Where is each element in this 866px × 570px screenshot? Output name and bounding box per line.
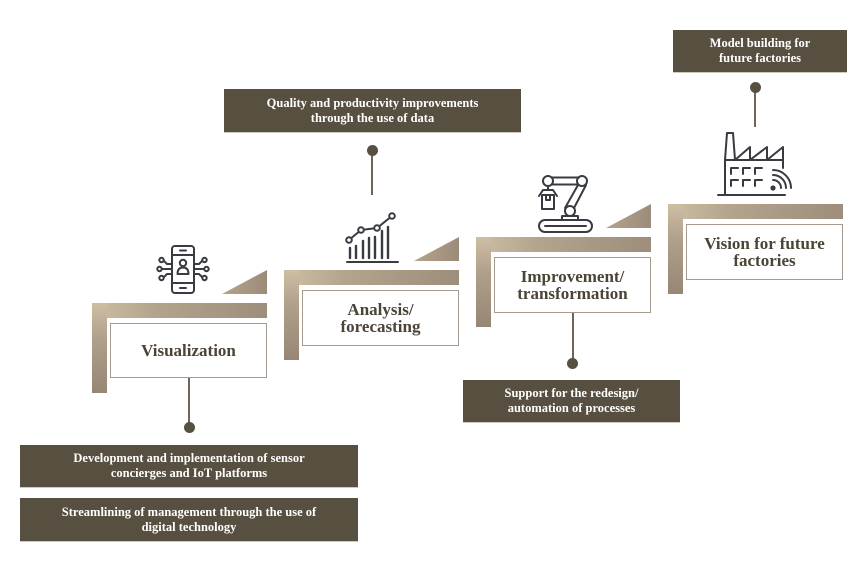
note-line: automation of processes [507, 401, 636, 415]
note-line: through the use of data [310, 110, 435, 125]
note-sensor-iot-platforms: Development and implementation of sensor… [20, 445, 358, 488]
note-line: Streamlining of management through the u… [61, 504, 317, 519]
step-4-connector-dot [750, 82, 761, 93]
step-1-stair-band-horizontal [92, 303, 267, 318]
note-digital-management: Streamlining of management through the u… [20, 498, 358, 542]
step-label-line: transformation [517, 284, 628, 303]
wifi-dot [770, 185, 776, 191]
step-label-line: forecasting [340, 317, 421, 336]
step-label-line: Visualization [141, 341, 236, 360]
step-label-line: Vision for future [704, 234, 825, 253]
note-line: Development and implementation of sensor [73, 451, 305, 465]
step-label-line: Analysis/ [347, 300, 414, 319]
step-3-connector-dot [567, 358, 578, 369]
step-1-stair-triangle [222, 270, 267, 294]
step-2-connector-dot [367, 145, 378, 156]
step-4-connector-line [754, 87, 756, 127]
step-2-stair-band-vertical [284, 270, 299, 360]
step-3-stair-triangle [606, 204, 651, 228]
step-4-stair-band-horizontal [668, 204, 843, 219]
step-3-stair-band-horizontal [476, 237, 651, 252]
note-line: Model building for [709, 36, 811, 50]
note-line: digital technology [141, 519, 237, 534]
step-2-stair-band-horizontal [284, 270, 459, 285]
step-label-line: factories [733, 251, 796, 270]
note-line: Support for the redesign/ [504, 386, 639, 400]
bar-line-chart-icon [345, 212, 399, 263]
step-visualization-label-box: Visualization [110, 323, 267, 378]
note-line: future factories [718, 51, 802, 65]
smartphone-iot-icon [156, 245, 210, 294]
note-model-building: Model building for future factories [673, 30, 847, 73]
step-1-connector-dot [184, 422, 195, 433]
note-line: concierges and IoT platforms [110, 466, 268, 480]
note-quality-productivity: Quality and productivity improvements th… [224, 89, 521, 133]
step-3-stair-band-vertical [476, 237, 491, 327]
step-2-connector-line [371, 150, 373, 195]
step-1-stair-band-vertical [92, 303, 107, 393]
note-line: Quality and productivity improvements [266, 95, 479, 110]
step-improvement-label-box: Improvement/ transformation [494, 257, 651, 313]
step-3-connector-line [572, 313, 574, 363]
step-4-stair-band-vertical [668, 204, 683, 294]
step-label-line: Improvement/ [520, 267, 625, 286]
step-vision-label-box: Vision for future factories [686, 224, 843, 280]
robot-arm-icon [538, 175, 593, 233]
smart-factory-icon [717, 132, 792, 196]
step-2-stair-triangle [414, 237, 459, 261]
note-process-redesign-automation: Support for the redesign/ automation of … [463, 380, 680, 423]
step-1-connector-line [188, 378, 190, 427]
step-analysis-label-box: Analysis/ forecasting [302, 290, 459, 346]
